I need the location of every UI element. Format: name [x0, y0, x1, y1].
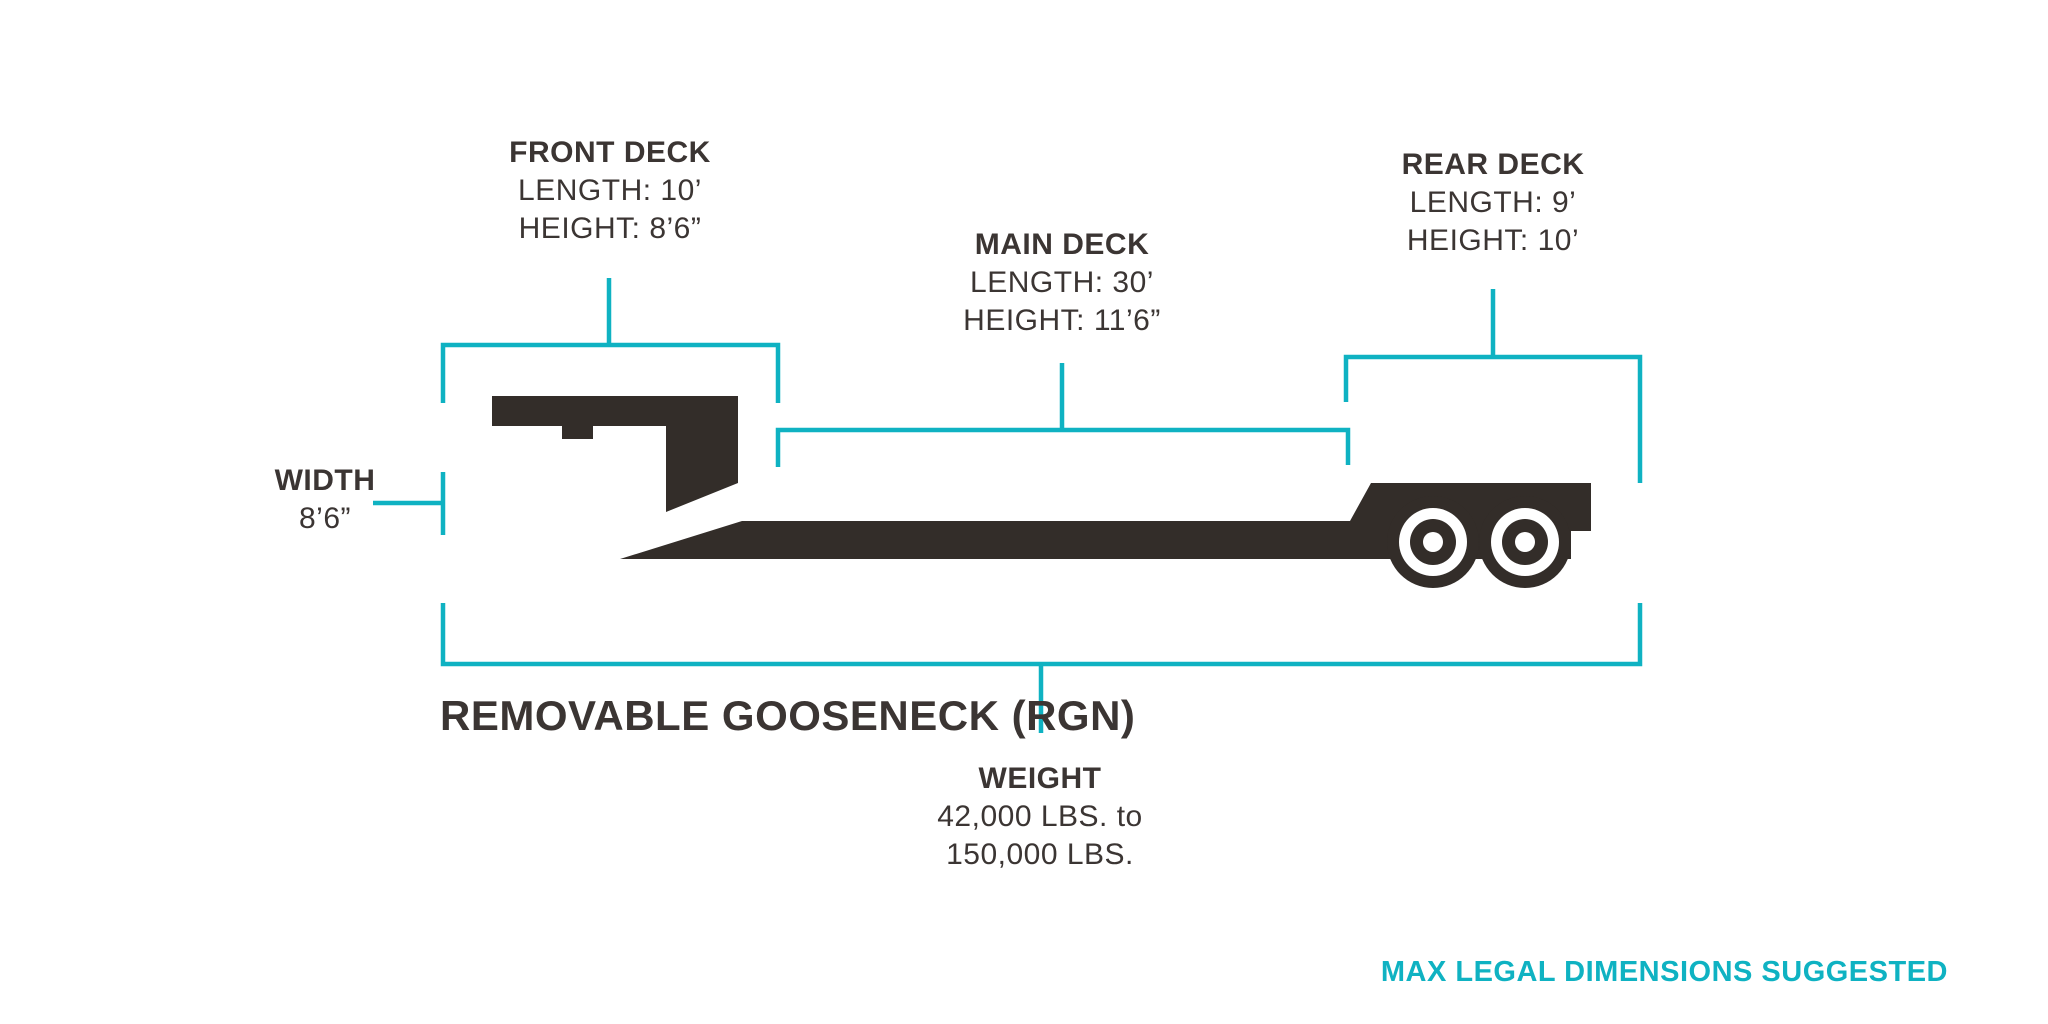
- width-title: WIDTH: [274, 464, 376, 497]
- front-deck-label: FRONT DECK LENGTH: 10’ HEIGHT: 8’6”: [460, 134, 760, 248]
- main-deck-title: MAIN DECK: [974, 228, 1150, 261]
- width-value: 8’6”: [298, 502, 352, 535]
- front-wheel-icon: [1387, 496, 1479, 588]
- overall-length-bracket-line: [440, 603, 1643, 667]
- width-label: WIDTH 8’6”: [175, 462, 475, 538]
- weight-value-line2: 150,000 LBS.: [946, 838, 1134, 871]
- main-deck-label: MAIN DECK LENGTH: 30’ HEIGHT: 11’6”: [912, 226, 1212, 340]
- main-deck-length: LENGTH: 30’: [970, 266, 1154, 299]
- main-deck-bracket-line: [775, 427, 1351, 467]
- gooseneck-silhouette: [492, 396, 738, 512]
- rear-wheel-hub-hole: [1515, 532, 1535, 552]
- weight-title: WEIGHT: [978, 762, 1102, 795]
- rear-deck-title: REAR DECK: [1401, 148, 1585, 181]
- front-deck-height: HEIGHT: 8’6”: [518, 212, 702, 245]
- front-deck-length: LENGTH: 10’: [518, 174, 702, 207]
- diagram-title: REMOVABLE GOOSENECK (RGN): [440, 692, 1136, 739]
- footer-note: MAX LEGAL DIMENSIONS SUGGESTED: [1380, 956, 1948, 988]
- front-wheel-hub-hole: [1423, 532, 1443, 552]
- rear-deck-height: HEIGHT: 10’: [1406, 224, 1580, 257]
- rear-wheel-icon: [1479, 496, 1571, 588]
- front-deck-bracket-line: [440, 342, 781, 403]
- rear-deck-bracket-line: [1343, 354, 1643, 483]
- rear-deck-length: LENGTH: 9’: [1409, 186, 1577, 219]
- weight-value-line1: 42,000 LBS. to: [937, 800, 1143, 833]
- main-deck-height: HEIGHT: 11’6”: [963, 304, 1161, 337]
- weight-label: WEIGHT 42,000 LBS. to 150,000 LBS.: [890, 760, 1190, 874]
- rear-deck-label: REAR DECK LENGTH: 9’ HEIGHT: 10’: [1343, 146, 1643, 260]
- front-deck-title: FRONT DECK: [509, 136, 711, 169]
- deck-silhouette: [620, 483, 1591, 559]
